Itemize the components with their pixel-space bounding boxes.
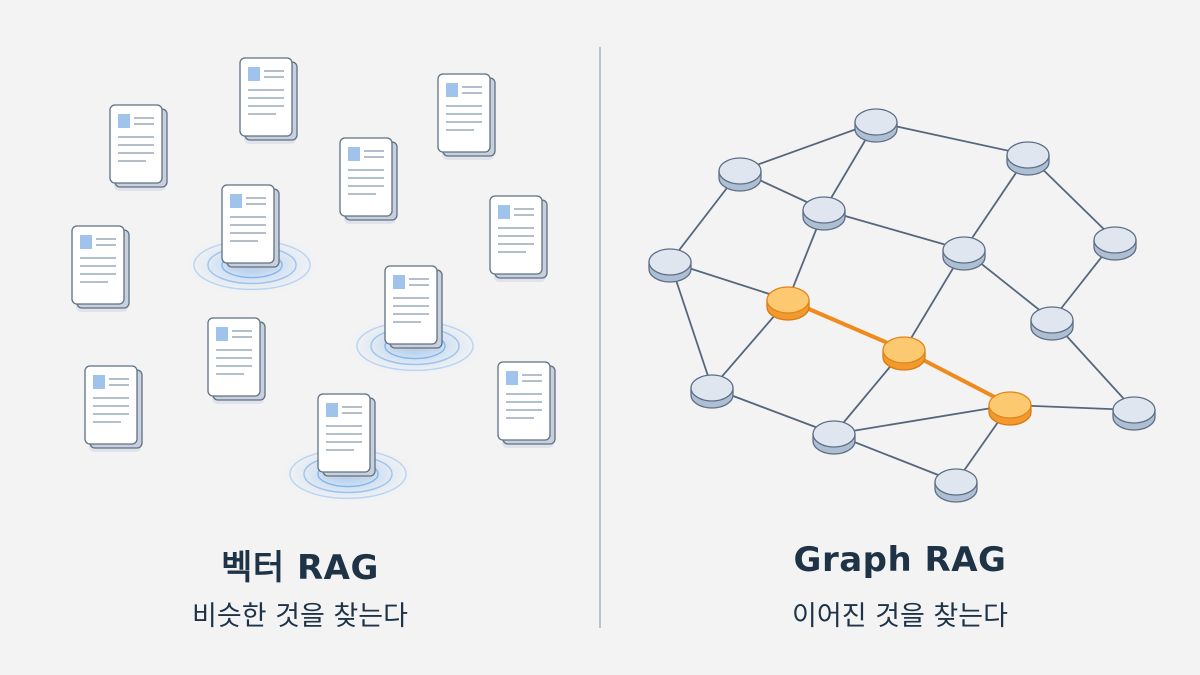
node-top <box>690 374 734 402</box>
graph-node <box>854 108 898 143</box>
document-icon <box>437 73 496 160</box>
graph-node-highlighted <box>988 391 1032 426</box>
graph-node <box>718 157 762 192</box>
document-icon-highlighted <box>184 184 320 295</box>
document-icon <box>109 104 168 191</box>
document-image-block <box>393 275 405 289</box>
node-top <box>812 420 856 448</box>
graph-rag-title: Graph RAG <box>793 540 1007 580</box>
node-top <box>766 286 810 314</box>
document-image-block <box>326 403 338 417</box>
document-icon <box>84 365 143 452</box>
document-image-block <box>498 205 510 219</box>
graph-node <box>690 374 734 409</box>
graph-node <box>942 236 986 271</box>
node-top <box>882 336 926 364</box>
vector-rag-subtitle: 비슷한 것을 찾는다 <box>192 601 408 632</box>
graph-node <box>1030 306 1074 341</box>
node-top <box>854 108 898 136</box>
knowledge-graph <box>648 108 1156 503</box>
graph-nodes <box>648 108 1156 503</box>
node-top <box>1093 226 1137 254</box>
document-icon <box>497 361 556 448</box>
document-icon <box>489 195 548 282</box>
node-top <box>942 236 986 264</box>
graph-edge <box>823 209 965 251</box>
graph-edge <box>739 121 877 172</box>
node-top <box>988 391 1032 419</box>
vector-rag-documents <box>71 57 556 504</box>
document-icon <box>71 225 130 312</box>
graph-edge <box>833 404 1011 435</box>
document-image-block <box>348 147 360 161</box>
document-image-block <box>248 67 260 81</box>
graph-rag-subtitle: 이어진 것을 찾는다 <box>792 601 1008 632</box>
graph-edge <box>875 121 1029 156</box>
document-icon <box>239 57 298 144</box>
vector-rag-title: 벡터 RAG <box>221 548 379 588</box>
node-top <box>802 196 846 224</box>
document-image-block <box>216 327 228 341</box>
node-top <box>718 157 762 185</box>
document-icon <box>339 137 398 224</box>
document-icon-highlighted <box>347 265 483 376</box>
document-image-block <box>230 194 242 208</box>
node-top <box>1112 396 1156 424</box>
graph-node <box>934 468 978 503</box>
document-icon <box>207 317 266 404</box>
document-image-block <box>506 371 518 385</box>
graph-node <box>648 248 692 283</box>
graph-node <box>1093 226 1137 261</box>
graph-node <box>1112 396 1156 431</box>
node-top <box>1006 141 1050 169</box>
document-icon-highlighted <box>280 393 416 504</box>
graph-node-highlighted <box>882 336 926 371</box>
node-top <box>1030 306 1074 334</box>
document-image-block <box>80 235 92 249</box>
node-top <box>934 468 978 496</box>
graph-node-highlighted <box>766 286 810 321</box>
document-image-block <box>118 114 130 128</box>
document-image-block <box>446 83 458 97</box>
graph-edge <box>669 261 713 389</box>
document-image-block <box>93 375 105 389</box>
graph-node <box>802 196 846 231</box>
graph-node <box>812 420 856 455</box>
graph-edges <box>669 121 1135 483</box>
node-top <box>648 248 692 276</box>
graph-node <box>1006 141 1050 176</box>
